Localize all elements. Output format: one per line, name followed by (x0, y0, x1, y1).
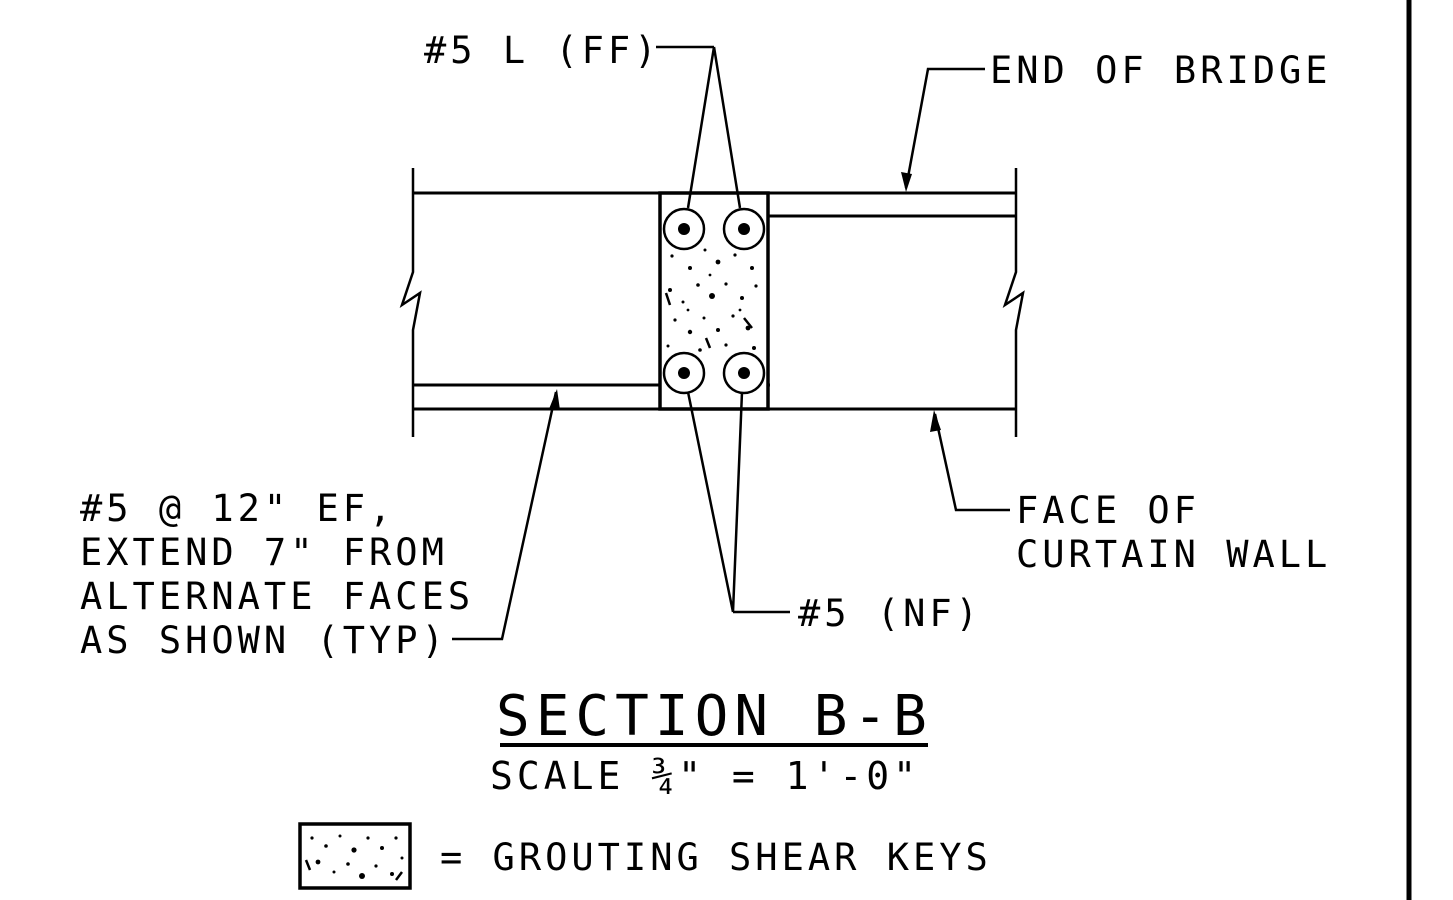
section-title: SECTION B-B (496, 684, 933, 749)
callout-spacing-line4: AS SHOWN (TYP) (80, 619, 448, 662)
leader-face-of-curtain-wall (933, 413, 1010, 512)
rebar-top-right (722, 207, 766, 251)
rebar-top-left (662, 207, 706, 251)
arrowhead-spacing-note (549, 389, 560, 410)
leader-bottom-bars (686, 391, 790, 614)
callout-spacing-line2: EXTEND 7" FROM (80, 531, 448, 574)
callout-spacing-line3: ALTERNATE FACES (80, 575, 474, 618)
callout-spacing-line1: #5 @ 12" EF, (80, 487, 395, 530)
grouted-shear-key (658, 191, 770, 411)
leader-top-bars (656, 45, 742, 209)
arrowhead-end-of-bridge (901, 172, 912, 192)
legend-grout-swatch (298, 822, 412, 890)
callout-bottom-bars: #5 (NF) (798, 592, 982, 635)
callout-face-line1: FACE OF (1016, 489, 1200, 532)
callout-top-bars: #5 L (FF) (424, 29, 660, 72)
callout-end-of-bridge: END OF BRIDGE (990, 49, 1332, 92)
callout-face-line2: CURTAIN WALL (1016, 533, 1331, 576)
leader-spacing-note (452, 391, 558, 641)
left-break-line (399, 168, 422, 437)
scale-note: SCALE ¾" = 1'-0" (490, 754, 920, 798)
leader-end-of-bridge (904, 67, 985, 189)
rebar-bottom-left (662, 351, 706, 395)
arrowhead-face-of-curtain-wall (930, 410, 941, 432)
rebar-bottom-right (722, 351, 766, 395)
legend-text: = GROUTING SHEAR KEYS (440, 836, 992, 879)
right-break-line (1002, 168, 1025, 437)
